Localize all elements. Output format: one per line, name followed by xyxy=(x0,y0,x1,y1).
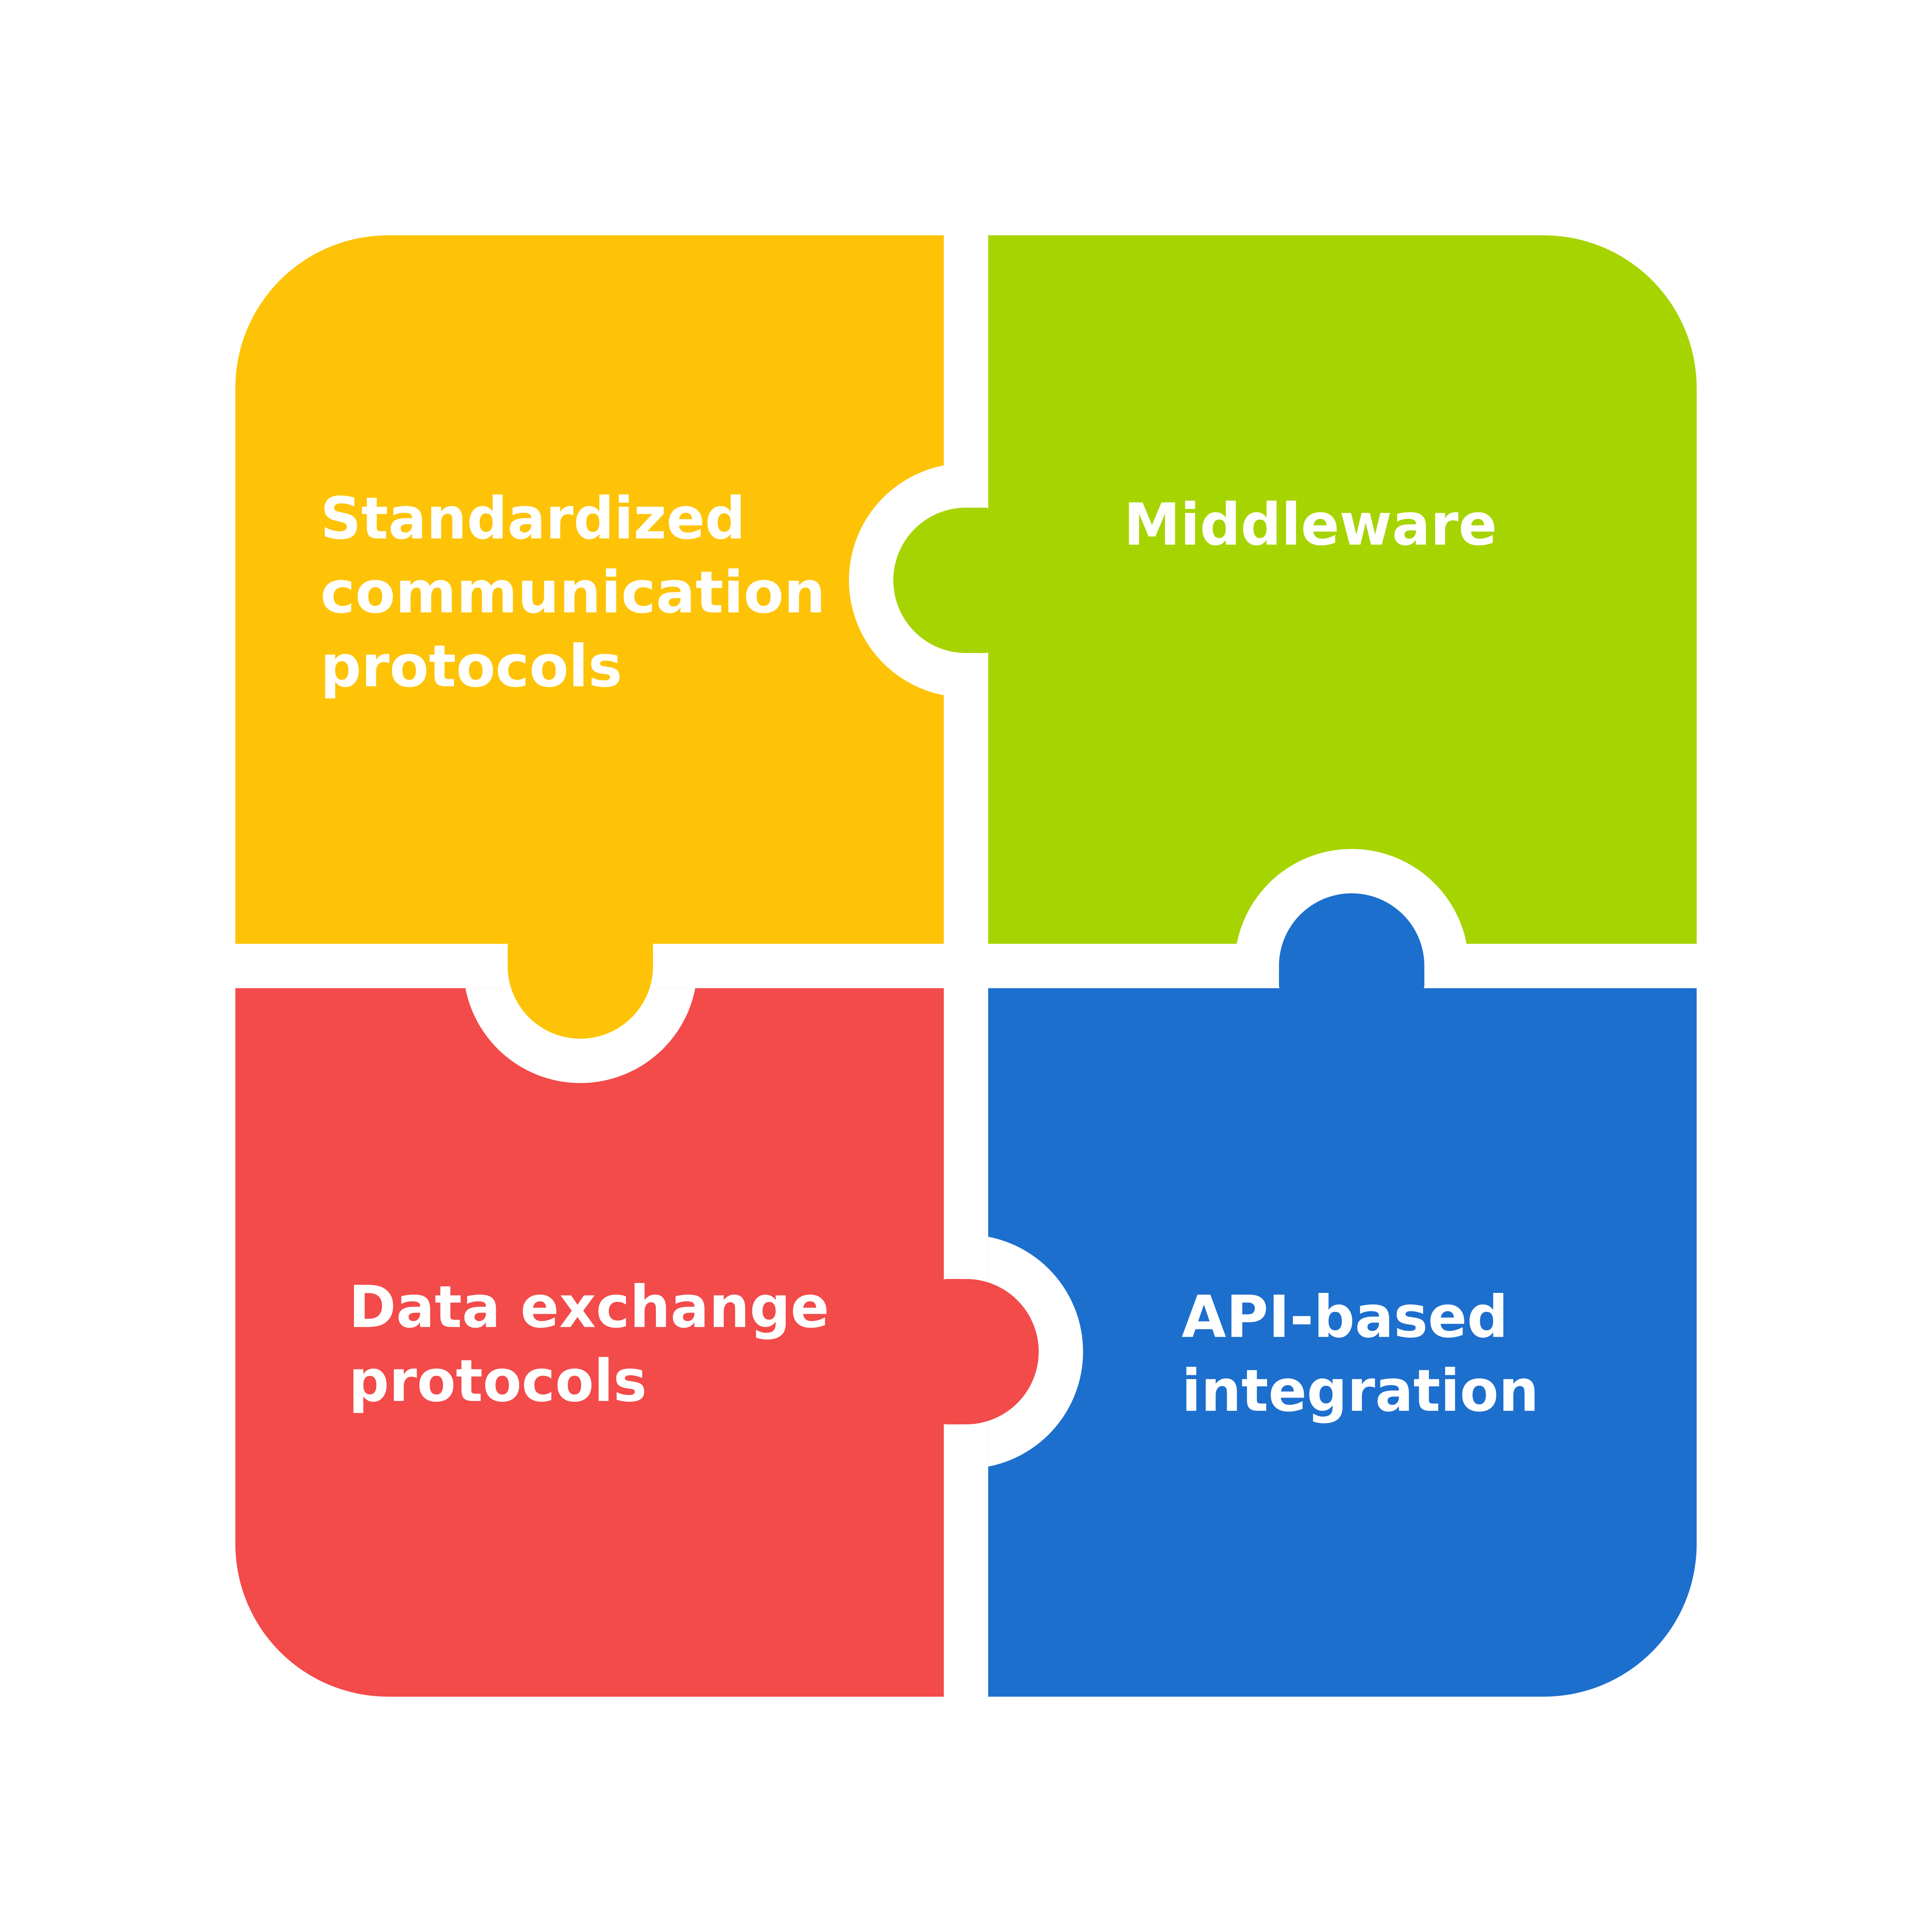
puzzle-piece-blue xyxy=(988,988,1697,1697)
tab-green xyxy=(893,507,1039,653)
tab-blue xyxy=(1279,893,1425,1039)
label-standardized-line1: Standardized xyxy=(320,485,745,552)
tab-red xyxy=(893,1279,1039,1425)
tab-yellow xyxy=(507,893,653,1039)
label-standardized-line2: communication xyxy=(320,559,825,626)
label-middleware: Middleware xyxy=(1124,491,1497,558)
puzzle-piece-green xyxy=(988,235,1697,944)
puzzle-piece-red xyxy=(235,988,944,1697)
label-data-exchange-line2: protocols xyxy=(349,1348,647,1415)
puzzle-piece-yellow xyxy=(235,235,944,944)
label-api-line2: integration xyxy=(1182,1357,1539,1425)
label-api-line1: API-based xyxy=(1182,1284,1508,1351)
label-data-exchange-line1: Data exchange xyxy=(349,1274,829,1341)
label-standardized-line3: protocols xyxy=(320,633,622,700)
